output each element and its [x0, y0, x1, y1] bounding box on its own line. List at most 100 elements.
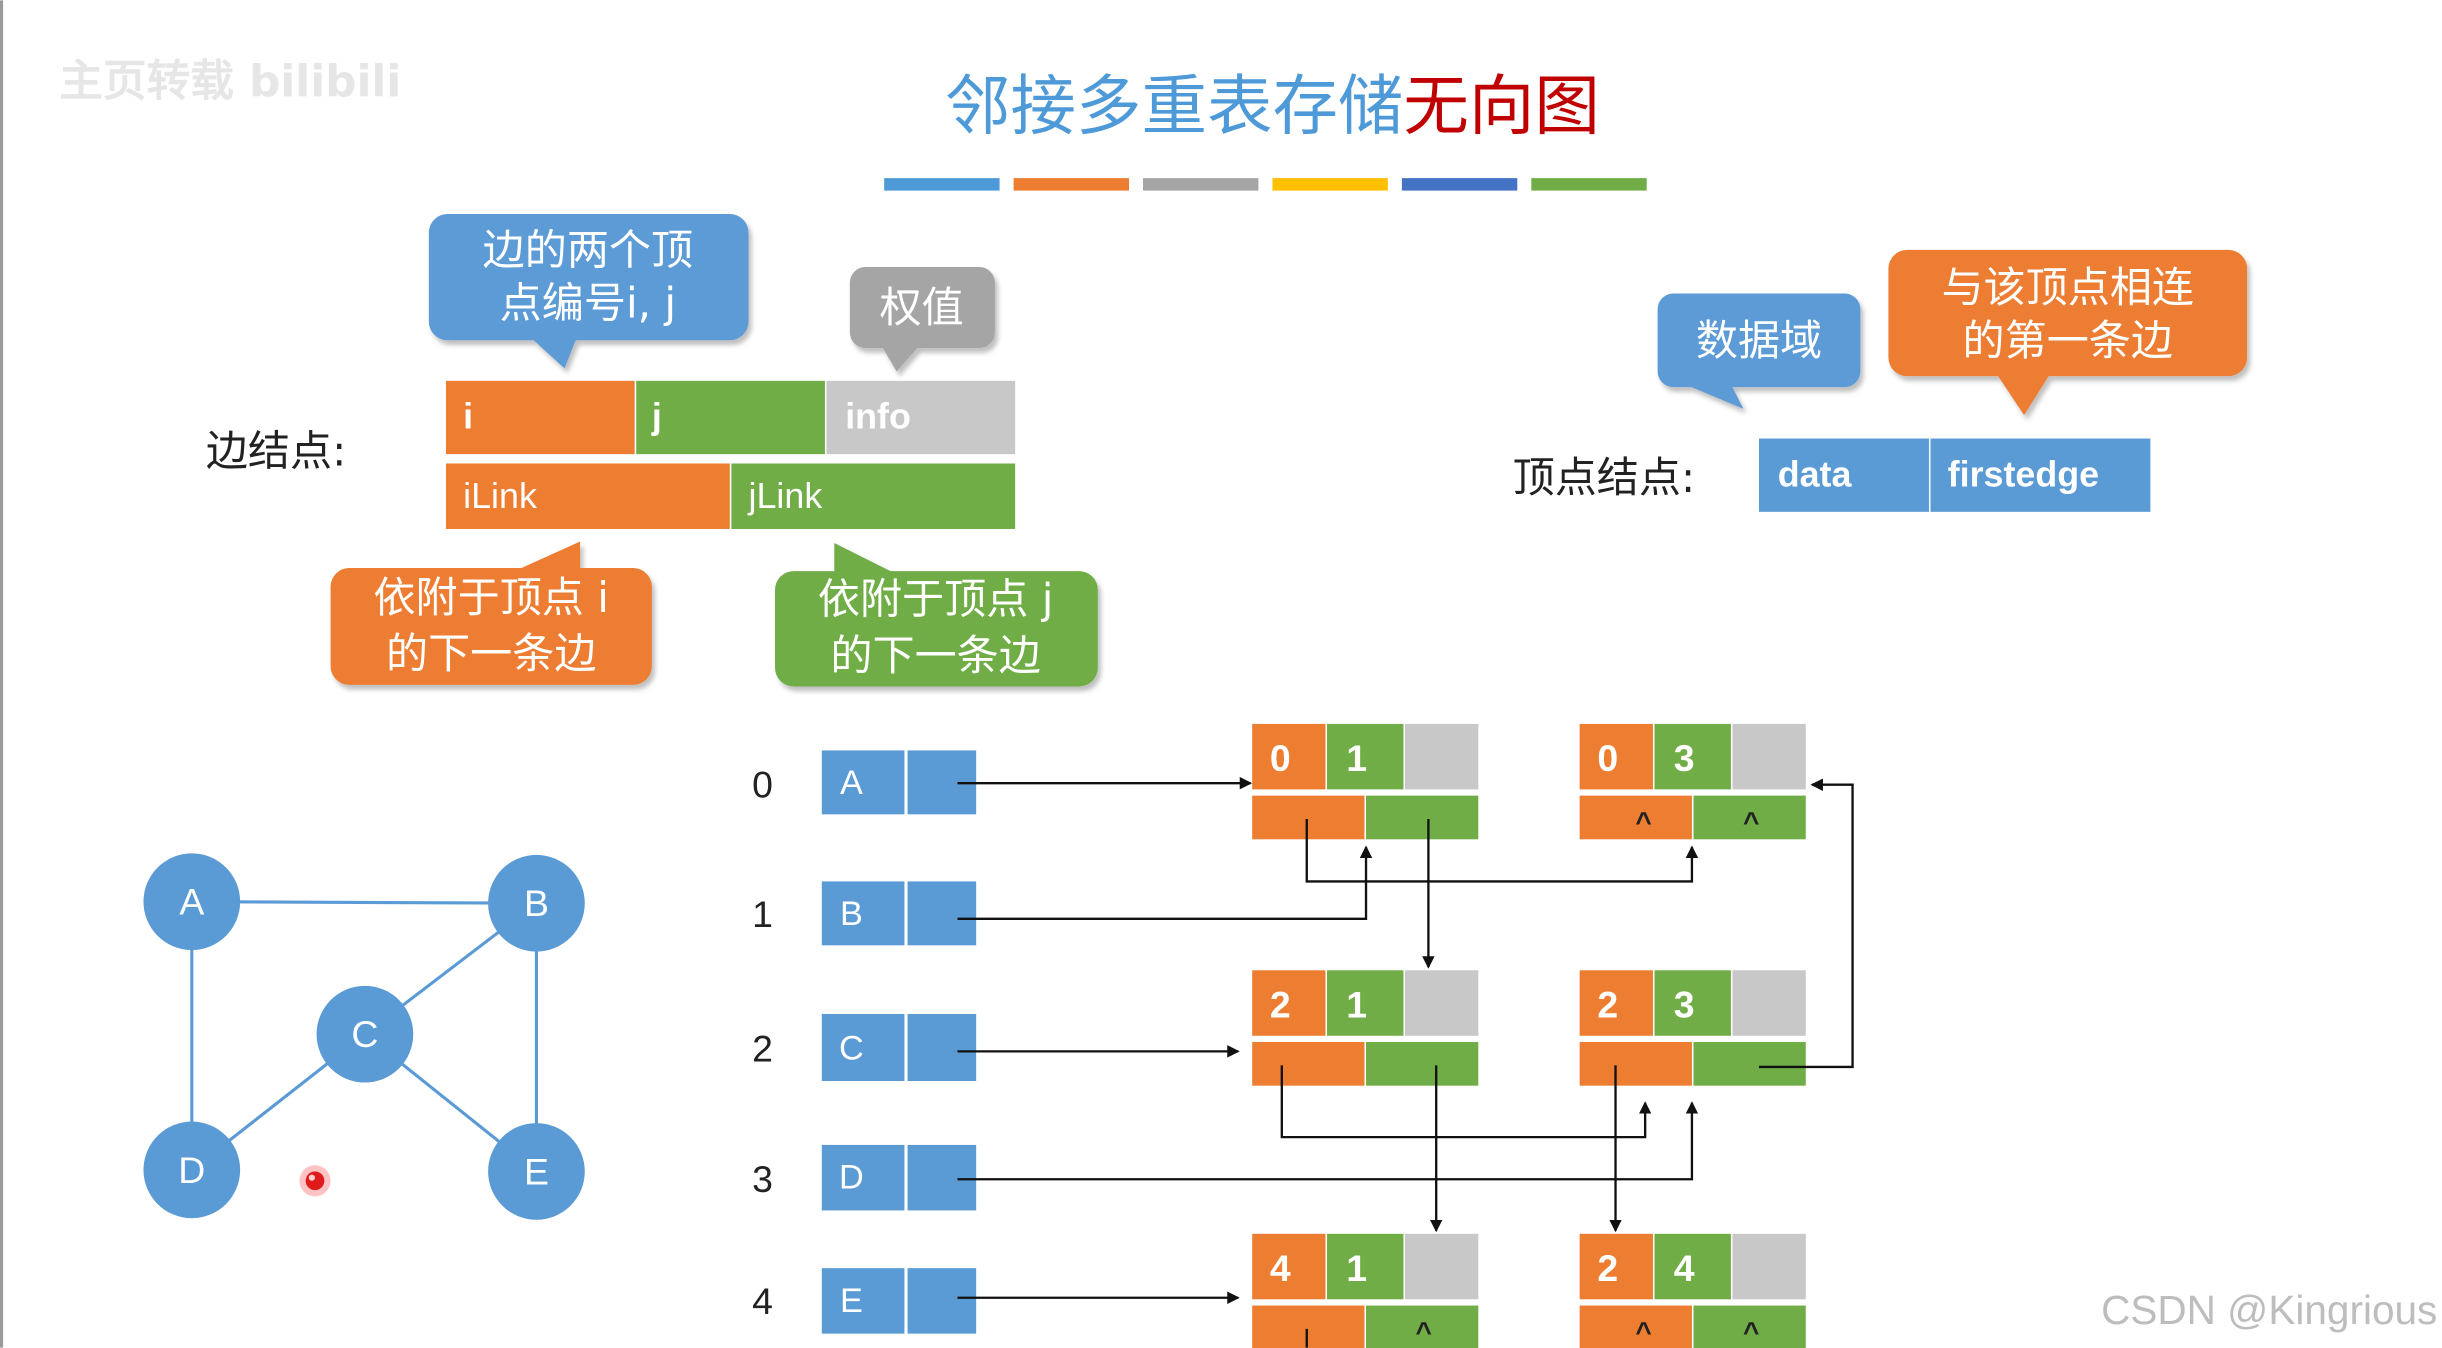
- edge-field-ilink: [445, 463, 730, 529]
- edge-field-j: [636, 380, 825, 455]
- edge-field-j-label: j: [651, 397, 662, 437]
- vertex-cell-firstedge-d: [907, 1144, 977, 1211]
- edge-node-info-cell: [1405, 970, 1479, 1036]
- edge-node-i-cell: [1252, 1233, 1326, 1300]
- edge-node-info-cell: [1732, 1233, 1806, 1300]
- arrow-edge21-ilink: [1280, 1065, 1652, 1139]
- edge-node-ilink-cell: [1252, 795, 1365, 840]
- edge-node-info-cell: [1405, 723, 1479, 790]
- edge-node-jlink-null: ^: [1743, 1317, 1759, 1348]
- vertex-index-2: 2: [752, 1027, 773, 1069]
- callout-weight: [849, 267, 995, 372]
- title-blue-part: 邻接多重表存储: [945, 68, 1403, 144]
- vertex-data-e: E: [840, 1282, 863, 1320]
- edge-node-i-value: 2: [1597, 1247, 1618, 1289]
- callout-data-text: 数据域: [1696, 316, 1822, 365]
- edge-node-j-cell: [1327, 970, 1404, 1036]
- edge-node-i-value: 4: [1270, 1247, 1291, 1289]
- edge-node-i-value: 2: [1597, 984, 1618, 1026]
- edge-field-i: [445, 380, 635, 455]
- edge-node-jlink-cell: [1366, 1042, 1479, 1086]
- vertex-field-firstedge: [1930, 438, 2151, 512]
- graph-node-c: [316, 985, 414, 1083]
- edge-field-info-label: info: [845, 397, 911, 437]
- callout-ilink-line2: 的下一条边: [386, 629, 596, 678]
- title-underline: [884, 178, 1647, 191]
- callout-firstedge-line1: 与该顶点相连: [1941, 263, 2194, 312]
- edge-node-j-cell: [1654, 1233, 1731, 1300]
- vertex-index-1: 1: [752, 893, 773, 935]
- edge-node-ilink-cell: [1579, 1305, 1692, 1348]
- arrow-edge23-jlink: [1758, 778, 1854, 1069]
- edge-node-info-cell: [1732, 723, 1806, 790]
- callout-endpoints: [428, 213, 749, 369]
- edge-field-ilink-label: iLink: [463, 476, 537, 516]
- watermark-top-left: 主页转载 bilibili: [59, 56, 401, 107]
- edge-node-jlink-cell: [1693, 1305, 1806, 1348]
- edge-node-j-value: 1: [1346, 984, 1367, 1026]
- title-underline-segment: [1013, 178, 1129, 191]
- vertex-field-data: [1758, 438, 1929, 512]
- callout-jlink-line2: 的下一条边: [830, 631, 1040, 680]
- page-title: 邻接多重表存储无向图: [945, 68, 1600, 144]
- callout-endpoints-line2: 点编号i, j: [500, 278, 676, 327]
- vertex-data-b: B: [840, 895, 863, 933]
- edge-node-jlink-cell: [1366, 1305, 1479, 1348]
- edge-node-label: 边结点:: [206, 427, 346, 476]
- edge-node-info-cell: [1405, 1233, 1479, 1300]
- callout-jlink: [775, 543, 1098, 687]
- title-underline-segment: [1531, 178, 1647, 191]
- graph-node-c-label: C: [351, 1013, 378, 1055]
- graph-node-d: [143, 1121, 241, 1219]
- vertex-cell-data-b: [821, 881, 905, 946]
- edge-node-info-cell: [1732, 970, 1806, 1036]
- edge-node-ilink-null: ^: [1635, 807, 1651, 838]
- arrow-edge01-ilink: [1305, 819, 1699, 883]
- callout-endpoints-line1: 边的两个顶: [483, 225, 693, 274]
- vertex-cell-firstedge-c: [907, 1013, 977, 1081]
- laser-pointer-dot: [299, 1165, 331, 1197]
- title-underline-segment: [884, 178, 1000, 191]
- edge-field-jlink-label: jLink: [748, 476, 823, 516]
- vertex-cell-data-e: [821, 1268, 905, 1334]
- edge-node-jlink-cell: [1693, 1042, 1806, 1086]
- edge-node-i-cell: [1252, 723, 1326, 790]
- callout-jlink-line1: 依附于顶点 j: [818, 575, 1054, 624]
- vertex-cell-data-d: [821, 1144, 905, 1211]
- title-underline-segment: [1143, 178, 1259, 191]
- graph-node-e: [488, 1123, 585, 1220]
- title-underline-segment: [1272, 178, 1388, 191]
- edge-node-ilink-cell: [1579, 1042, 1692, 1086]
- vertex-node-label: 顶点结点:: [1513, 453, 1696, 502]
- edge-node-i-value: 0: [1270, 737, 1291, 779]
- edge-node-ilink-cell: [1579, 795, 1692, 840]
- edge-node-ilink-null: ^: [1635, 1317, 1651, 1348]
- edge-field-i-label: i: [463, 397, 473, 437]
- vertex-data-a: A: [840, 764, 863, 802]
- vertex-field-firstedge-label: firstedge: [1948, 454, 2099, 494]
- vertex-index-4: 4: [752, 1280, 773, 1322]
- graph-node-b-label: B: [524, 882, 549, 924]
- graph-nodes: A B C D E: [143, 853, 585, 1220]
- edge-node-i-value: 2: [1270, 984, 1291, 1026]
- edge-node-ilink-cell: [1252, 1305, 1365, 1348]
- vertex-data-c: C: [839, 1029, 864, 1067]
- edge-node-jlink-cell: [1693, 795, 1806, 840]
- edge-node-i-cell: [1252, 970, 1326, 1036]
- edge-node-i-cell: [1579, 1233, 1653, 1300]
- vertex-field-data-label: data: [1778, 454, 1853, 494]
- edge-node-j-cell: [1654, 970, 1731, 1036]
- edge-node-j-cell: [1654, 723, 1731, 790]
- edge-node-j-cell: [1327, 723, 1404, 790]
- vertex-array: 0 1 2 3 4 A B C D E: [752, 750, 977, 1334]
- edge-node-j-value: 3: [1674, 984, 1695, 1026]
- edge-node-i-value: 0: [1597, 737, 1618, 779]
- graph-node-a-label: A: [179, 881, 204, 923]
- edge-node-j-value: 3: [1674, 737, 1695, 779]
